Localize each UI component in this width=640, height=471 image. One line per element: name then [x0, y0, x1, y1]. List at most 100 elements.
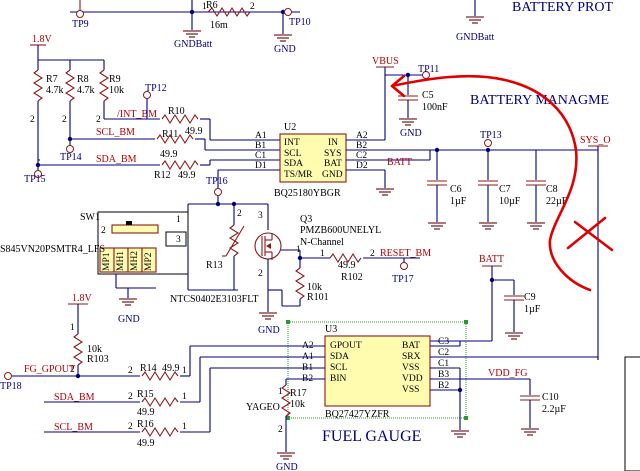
gnd-label-r17: GND — [276, 462, 298, 471]
pullup-section: 1.8V R7 4.7k 2 R8 4.7k 2 R9 10k 2 — [30, 34, 124, 160]
gndbatt-label-1: GNDBatt — [174, 39, 213, 50]
c7-value: 10µF — [499, 196, 521, 207]
tp12-label: TP12 — [145, 83, 167, 94]
net-reset-bm: RESET_BM — [380, 248, 431, 259]
title-block-edge — [624, 356, 640, 471]
r7-resistor — [32, 69, 44, 102]
svg-text:GND: GND — [322, 170, 343, 180]
svg-text:B3: B3 — [438, 370, 449, 380]
gnd-label-c5: GND — [400, 128, 422, 139]
svg-text:2: 2 — [250, 2, 255, 12]
r16-resistor — [141, 426, 179, 438]
svg-text:MP2: MP2 — [144, 252, 154, 271]
svg-text:SDA: SDA — [284, 159, 303, 169]
svg-text:B1: B1 — [255, 141, 266, 151]
v18-top-label: 1.8V — [32, 34, 53, 45]
c7-ref: C7 — [499, 184, 511, 195]
u3-ref: U3 — [325, 324, 337, 335]
c8-value: 22µF — [546, 196, 568, 207]
r12-resistor — [161, 159, 199, 171]
tp16-testpoint — [214, 188, 222, 196]
sw1-part: S845VN20PSMTR4_LFS — [0, 244, 105, 255]
r13-ref: R13 — [206, 260, 223, 271]
c9-value: 1µF — [524, 304, 541, 315]
svg-text:2: 2 — [237, 209, 242, 219]
svg-text:1: 1 — [320, 249, 325, 259]
svg-text:3: 3 — [258, 211, 263, 221]
svg-text:2: 2 — [278, 425, 283, 435]
svg-text:SRX: SRX — [402, 352, 421, 362]
c5-ref: C5 — [422, 90, 434, 101]
c8-ref: C8 — [546, 184, 558, 195]
r8-ref: R8 — [77, 74, 89, 85]
svg-text:2: 2 — [62, 115, 67, 125]
svg-text:2: 2 — [30, 115, 35, 125]
r102-resistor — [329, 252, 362, 264]
svg-text:C2: C2 — [356, 151, 367, 161]
u3-body — [324, 335, 431, 407]
gndbatt-label-2: GNDBatt — [456, 32, 495, 43]
r13-ntc-thermistor — [228, 224, 240, 257]
svg-text:2: 2 — [370, 249, 375, 259]
svg-text:C1: C1 — [255, 151, 266, 161]
r101-ref: R101 — [307, 292, 329, 303]
tp12-testpoint — [143, 91, 151, 99]
r9-value: 10k — [109, 85, 124, 96]
r9-resistor — [98, 69, 110, 102]
svg-text:D1: D1 — [255, 161, 267, 171]
svg-text:2: 2 — [101, 226, 106, 236]
svg-text:2: 2 — [128, 392, 133, 402]
svg-text:2: 2 — [70, 365, 75, 375]
batt-power-label: BATT — [479, 254, 504, 265]
svg-text:BAT: BAT — [324, 159, 342, 169]
vbus-label: VBUS — [372, 56, 399, 67]
tp9-testpoint — [76, 10, 84, 18]
r10-resistor — [161, 113, 199, 125]
r15-ref: R15 — [137, 389, 154, 400]
svg-text:VSS: VSS — [402, 363, 419, 373]
r103-resistor — [72, 333, 84, 366]
r103-ref: R103 — [87, 354, 109, 365]
red-annotation-curve — [390, 74, 592, 292]
r101-resistor — [294, 267, 306, 300]
net-fg-gpout: FG_GPOUT — [24, 364, 75, 375]
tp17-label: TP17 — [392, 274, 414, 285]
r17-mfr: YAGEO — [246, 402, 280, 413]
r7-ref: R7 — [46, 74, 58, 85]
net-sda-bm: SDA_BM — [96, 154, 137, 165]
q3-ref: Q3 — [300, 214, 312, 225]
tp9-label: TP9 — [72, 19, 89, 30]
svg-text:1: 1 — [182, 366, 187, 376]
svg-text:MH2: MH2 — [130, 251, 140, 271]
tp13-testpoint — [484, 139, 492, 147]
svg-text:VSS: VSS — [402, 385, 419, 395]
svg-text:2: 2 — [128, 422, 133, 432]
v18-mid-label: 1.8V — [72, 293, 93, 304]
tp15-label: TP15 — [24, 174, 46, 185]
red-x-mark — [566, 216, 614, 252]
gnd-label-sw1: GND — [118, 314, 140, 325]
u2-part: BQ25180YBGR — [274, 188, 341, 199]
svg-text:C2: C2 — [438, 348, 449, 358]
c6-ref: C6 — [450, 184, 462, 195]
net-int-bm: /INT_BM — [117, 109, 157, 120]
c9-ref: C9 — [524, 292, 536, 303]
svg-text:B2: B2 — [438, 381, 449, 391]
u2-charger-ic: U2 INT SCL SDA TS/MR IN SYS BAT GND BQ25… — [274, 75, 598, 199]
svg-text:SCL: SCL — [330, 363, 348, 373]
tp15-testpoint — [34, 170, 42, 178]
tp13-label: TP13 — [480, 130, 502, 141]
title-battery-prot: BATTERY PROT — [512, 0, 613, 15]
svg-text:3: 3 — [176, 235, 181, 245]
svg-text:BIN: BIN — [330, 374, 347, 384]
svg-text:TS/MR: TS/MR — [284, 170, 313, 180]
svg-text:2: 2 — [128, 366, 133, 376]
svg-text:SDA: SDA — [330, 352, 349, 362]
sw1-ref: SW1 — [80, 212, 100, 223]
r11-value: 49.9 — [160, 149, 178, 160]
title-fuel-gauge: FUEL GAUGE — [322, 428, 421, 445]
svg-text:1: 1 — [202, 2, 207, 12]
r16-value: 49.9 — [137, 438, 155, 449]
r10-value: 49.9 — [185, 126, 203, 137]
